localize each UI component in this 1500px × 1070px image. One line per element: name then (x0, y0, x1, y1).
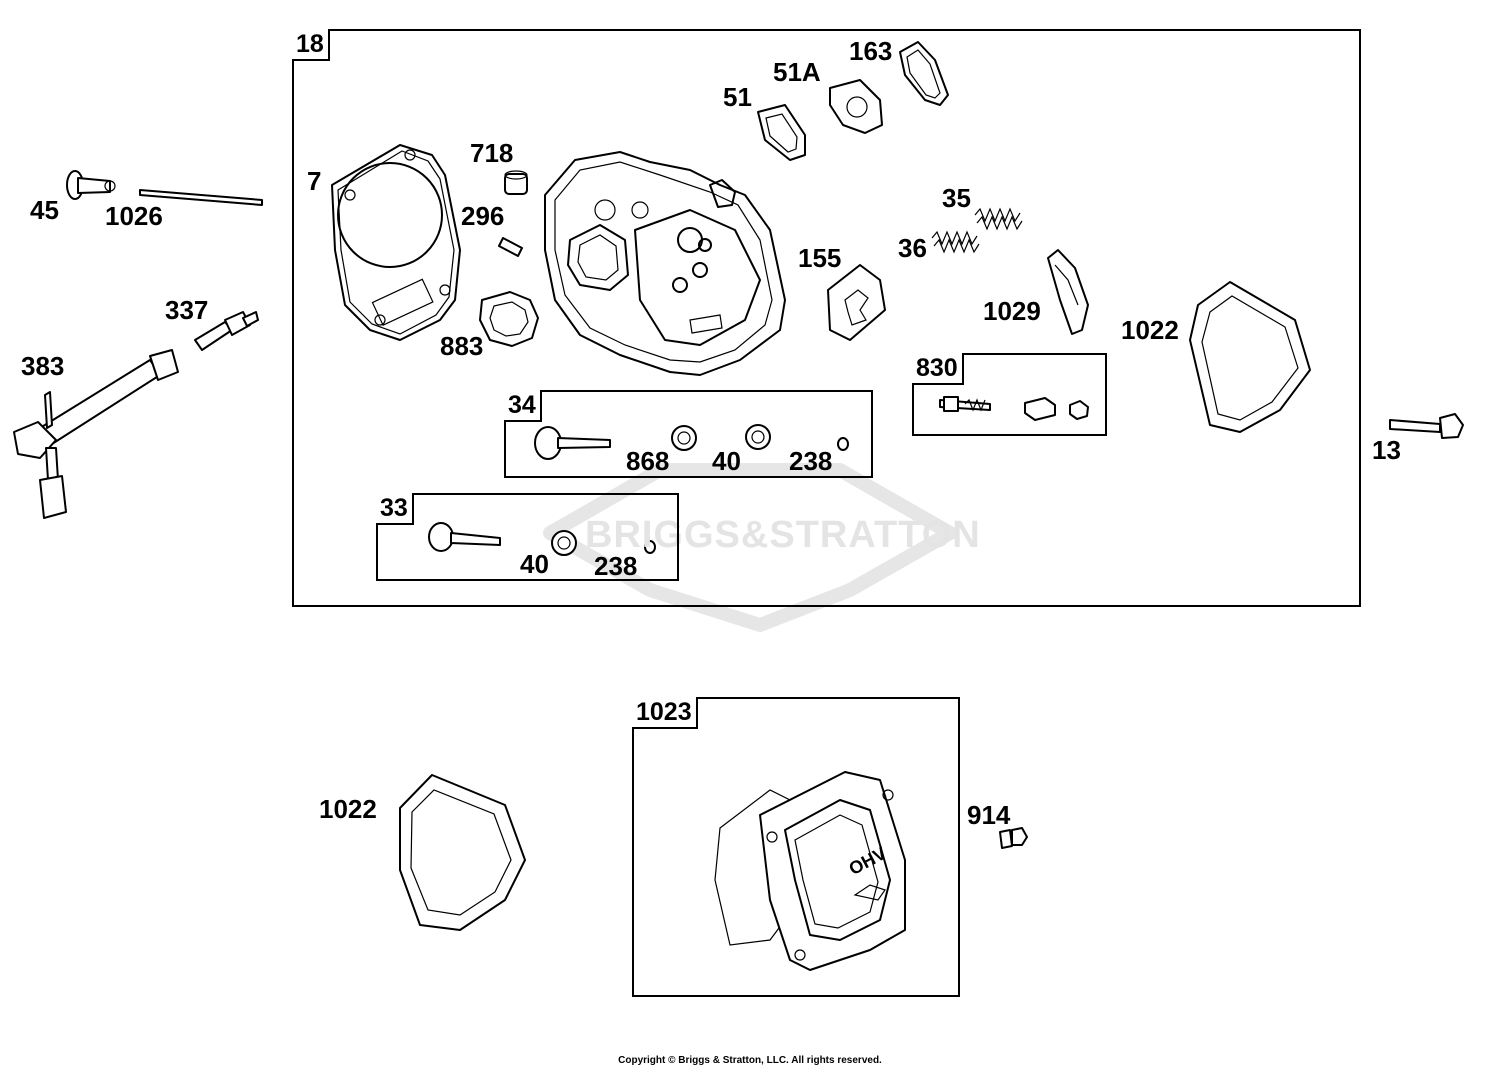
dowel-pin-part[interactable] (504, 170, 528, 195)
valve-keeper-b-part[interactable] (644, 540, 656, 554)
exhaust-valve-part[interactable] (534, 426, 611, 460)
box-tag-34[interactable]: 34 (504, 390, 542, 422)
label-1022-top[interactable]: 1022 (1121, 315, 1179, 345)
intake-valve-kit-box (376, 493, 679, 581)
valve-retainer-part[interactable] (745, 424, 771, 450)
label-238-top[interactable]: 238 (789, 446, 833, 476)
cover-gasket-part[interactable] (1189, 281, 1311, 433)
valve-retainer-b-part[interactable] (551, 530, 577, 556)
cover-screw-part[interactable] (999, 827, 1028, 849)
label-1022-bottom[interactable]: 1022 (319, 794, 377, 824)
label-383[interactable]: 383 (21, 351, 65, 381)
tappet-part[interactable] (66, 170, 116, 200)
label-45[interactable]: 45 (30, 195, 59, 225)
valve-keeper-part[interactable] (837, 437, 849, 451)
rocker-stud-part[interactable] (939, 396, 991, 412)
intake-gasket-part[interactable] (479, 291, 539, 347)
box-tag-830[interactable]: 830 (912, 353, 964, 385)
watermark-logo (543, 463, 957, 632)
spring-part[interactable] (974, 207, 1023, 231)
cover-gasket-b-part[interactable] (399, 774, 526, 931)
label-868[interactable]: 868 (626, 446, 670, 476)
spark-plug-part[interactable] (194, 311, 259, 351)
cylinder-head-part[interactable] (544, 151, 786, 376)
spark-plug-wrench-part[interactable] (13, 349, 179, 519)
label-7[interactable]: 7 (307, 166, 322, 196)
box-tag-18[interactable]: 18 (292, 29, 330, 61)
valve-seal-part[interactable] (671, 425, 697, 451)
exhaust-gasket-part[interactable] (757, 104, 806, 161)
head-gasket-part[interactable] (331, 144, 461, 341)
watermark-text: BRIGGS&STRATTON (585, 514, 981, 556)
label-155[interactable]: 155 (798, 243, 842, 273)
label-163[interactable]: 163 (849, 36, 893, 66)
cover-bolt-part[interactable] (1389, 413, 1464, 439)
label-51[interactable]: 51 (723, 82, 752, 112)
valve-cover-part[interactable] (714, 771, 906, 971)
label-51a[interactable]: 51A (773, 57, 821, 87)
label-296[interactable]: 296 (461, 201, 505, 231)
label-1026[interactable]: 1026 (105, 201, 163, 231)
box-tag-1023[interactable]: 1023 (632, 697, 698, 729)
label-1029[interactable]: 1029 (983, 296, 1041, 326)
exhaust-valve-kit-box (504, 390, 873, 478)
label-883[interactable]: 883 (440, 331, 484, 361)
cylinder-head-assembly-box (292, 29, 1361, 607)
copyright-notice: Copyright © Briggs & Stratton, LLC. All … (618, 1055, 882, 1066)
label-35[interactable]: 35 (942, 183, 971, 213)
label-718[interactable]: 718 (470, 138, 514, 168)
label-36[interactable]: 36 (898, 233, 927, 263)
label-40-bottom[interactable]: 40 (520, 549, 549, 579)
box-tag-33[interactable]: 33 (376, 493, 414, 525)
spring-b-part[interactable] (931, 230, 980, 254)
rocker-stud-kit-box (912, 353, 1107, 436)
rocker-nut-part[interactable] (1024, 397, 1089, 421)
label-40-top[interactable]: 40 (712, 446, 741, 476)
intake-valve-part[interactable] (428, 522, 501, 552)
label-337[interactable]: 337 (165, 295, 209, 325)
pin-part[interactable] (498, 237, 523, 257)
label-238-bottom[interactable]: 238 (594, 551, 638, 581)
valve-cover-kit-box (632, 697, 960, 997)
exhaust-gasket-a-part[interactable] (829, 79, 883, 134)
rocker-plate-part[interactable] (827, 264, 886, 341)
label-13[interactable]: 13 (1372, 435, 1401, 465)
push-rod-part[interactable] (139, 189, 263, 206)
label-914[interactable]: 914 (967, 800, 1011, 830)
muffler-gasket-part[interactable] (899, 41, 949, 106)
rocker-arm-part[interactable] (1047, 249, 1089, 335)
